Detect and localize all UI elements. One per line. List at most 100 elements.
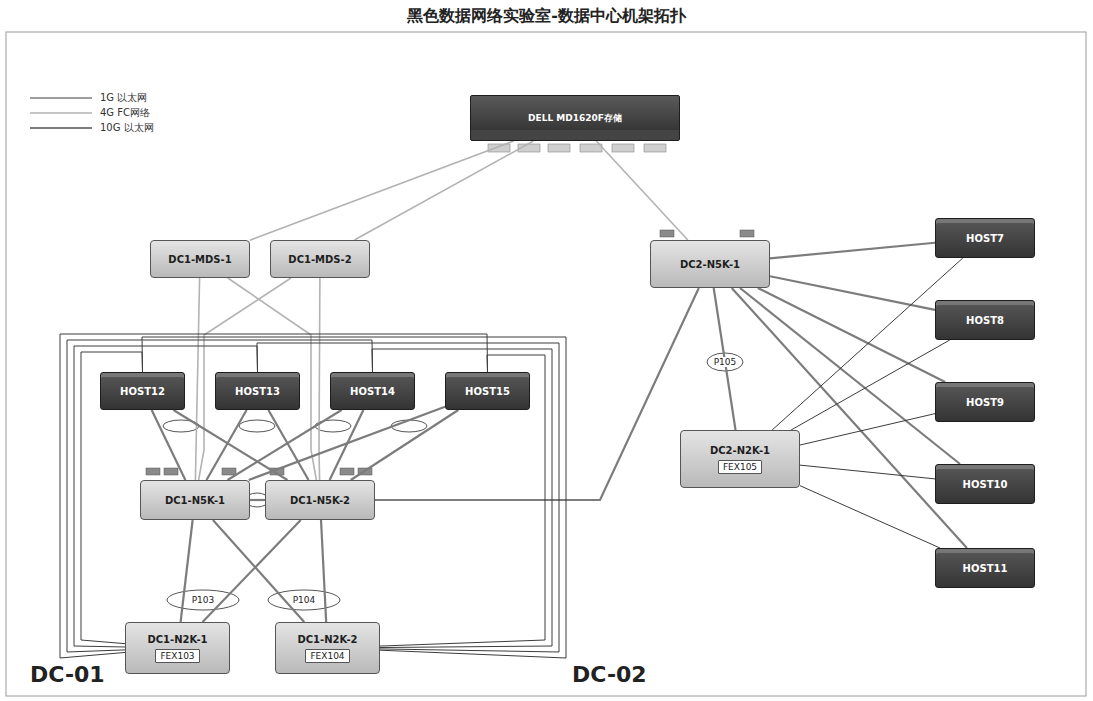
fc-link: [354, 141, 533, 240]
port-box: [740, 230, 754, 237]
node-label: DC2-N5K-1: [680, 259, 740, 270]
node-label: HOST14: [350, 386, 395, 397]
legend-sample: [30, 112, 92, 114]
ethernet-link: [60, 334, 488, 658]
server-host: HOST14: [330, 372, 415, 410]
ethernet-link: [732, 288, 967, 548]
node-label: DC1-N2K-1: [147, 634, 207, 645]
port-box: [340, 468, 354, 475]
node-label: DC1-N5K-2: [290, 495, 350, 506]
server-host: HOST12: [100, 372, 185, 410]
network-switch: DC1-N5K-2: [265, 480, 375, 520]
legend-entry: 10G 以太网: [100, 121, 154, 135]
legend-text: 1G 以太网: [100, 92, 147, 103]
node-label: HOST10: [963, 479, 1008, 490]
diagram-title: 黑色数据网络实验室-数据中心机架拓扑: [0, 6, 1093, 27]
node-label: HOST9: [966, 397, 1004, 408]
ethernet-link: [800, 465, 935, 479]
node-label: HOST13: [235, 386, 280, 397]
node-label: HOST11: [963, 563, 1008, 574]
port-box: [164, 468, 178, 475]
node-label: DC1-N2K-2: [297, 634, 357, 645]
port-box: [488, 144, 510, 152]
bundle-oval: [239, 420, 275, 432]
ethernet-link: [228, 410, 342, 480]
ethernet-link: [203, 520, 301, 622]
legend-entry: 1G 以太网: [100, 91, 147, 105]
ethernet-link: [213, 520, 304, 622]
ethernet-link: [152, 410, 186, 480]
server-host: HOST10: [935, 464, 1035, 504]
node-label: DC1-MDS-1: [168, 254, 231, 265]
legend-text: 4G FC网络: [100, 107, 150, 118]
legend-entry: 4G FC网络: [100, 106, 150, 120]
node-label: HOST12: [120, 386, 165, 397]
port-box: [548, 144, 570, 152]
ethernet-link: [758, 288, 945, 382]
server-host: HOST15: [445, 372, 530, 410]
fex-tag: FEX105: [718, 460, 762, 474]
network-switch: DC1-MDS-2: [270, 240, 370, 278]
legend-sample: [30, 98, 92, 99]
ethernet-link: [791, 340, 950, 430]
server-host: HOST8: [935, 300, 1035, 340]
node-label: DELL MD1620F存储: [528, 112, 622, 125]
server-host: HOST13: [215, 372, 300, 410]
network-switch: DC2-N2K-1FEX105: [680, 430, 800, 488]
ethernet-link: [800, 486, 940, 548]
node-label: DC2-N2K-1: [710, 445, 770, 456]
fc-link: [318, 278, 321, 480]
node-label: HOST15: [465, 386, 510, 397]
fex-tag: FEX104: [305, 649, 349, 663]
node-label: DC1-MDS-2: [288, 254, 351, 265]
ethernet-link: [67, 340, 373, 652]
server-host: HOST9: [935, 382, 1035, 422]
ethernet-link: [375, 288, 699, 500]
ethernet-link: [206, 410, 246, 480]
network-switch: DC1-MDS-1: [150, 240, 250, 278]
ethernet-link: [257, 343, 559, 652]
server-host: HOST7: [935, 218, 1035, 258]
node-label: DC1-N5K-1: [165, 495, 225, 506]
server-host: HOST11: [935, 548, 1035, 588]
ethernet-link: [249, 407, 445, 480]
node-label: HOST8: [966, 315, 1004, 326]
node-label: HOST7: [966, 233, 1004, 244]
ethernet-link: [770, 243, 935, 259]
ethernet-link: [142, 337, 566, 658]
ethernet-link: [321, 520, 326, 622]
bundle-oval: [167, 590, 239, 610]
port-box: [580, 144, 602, 152]
fc-link: [596, 141, 688, 240]
port-box: [612, 144, 634, 152]
ethernet-link: [181, 520, 193, 622]
network-switch: DC1-N2K-1FEX103: [125, 622, 230, 674]
port-box: [146, 468, 160, 475]
fc-link: [195, 278, 199, 480]
network-switch: DC1-N2K-2FEX104: [275, 622, 380, 674]
fex-tag: FEX103: [155, 649, 199, 663]
ethernet-link: [173, 410, 287, 480]
port-box: [660, 230, 674, 237]
network-switch: DC2-N5K-1: [650, 240, 770, 288]
node-label: FEX104: [310, 651, 344, 661]
port-channel-label: P105: [712, 357, 739, 367]
ethernet-link: [800, 414, 935, 445]
ethernet-link: [250, 499, 265, 501]
storage-array: DELL MD1620F存储: [470, 95, 680, 141]
port-box: [644, 144, 666, 152]
port-channel-label: P104: [291, 595, 318, 605]
page-frame: [6, 32, 1086, 696]
node-label: FEX103: [160, 651, 194, 661]
legend-text: 10G 以太网: [100, 122, 154, 133]
site-label: DC-01: [30, 662, 105, 687]
port-box: [222, 468, 236, 475]
legend-sample: [30, 127, 92, 129]
site-label: DC-02: [572, 662, 647, 687]
ethernet-link: [351, 410, 459, 480]
node-label: FEX105: [723, 462, 757, 472]
port-channel-label: P103: [190, 595, 217, 605]
network-switch: DC1-N5K-1: [140, 480, 250, 520]
ethernet-link: [330, 410, 364, 480]
